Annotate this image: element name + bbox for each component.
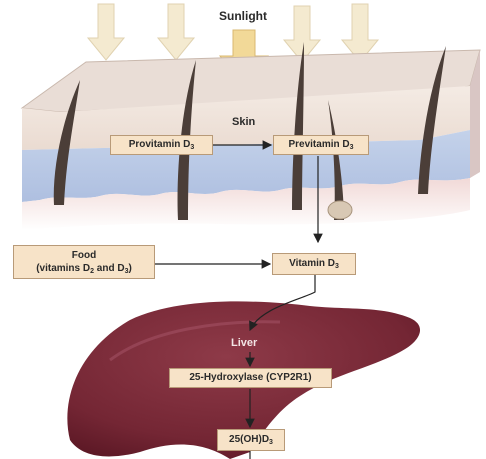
25ohd-text: 25(OH)D bbox=[229, 434, 269, 445]
sun-arrow-4 bbox=[284, 6, 320, 62]
food-subtitle: (vitamins D2 and D3) bbox=[14, 262, 154, 278]
food-sub-prefix: (vitamins D bbox=[36, 263, 90, 274]
vitamin-d-text: Vitamin D bbox=[289, 258, 335, 269]
sun-arrow-1 bbox=[88, 4, 124, 60]
food-box: Food (vitamins D2 and D3) bbox=[13, 245, 155, 279]
food-sub-mid: and D bbox=[94, 263, 125, 274]
liver-label: Liver bbox=[231, 337, 257, 349]
skin-section bbox=[22, 42, 480, 230]
skin-label: Skin bbox=[232, 116, 255, 128]
hydroxylase-text: 25-Hydroxylase (CYP2R1) bbox=[189, 372, 311, 383]
provitamin-text: Provitamin D bbox=[129, 139, 191, 150]
hair-follicle bbox=[328, 201, 352, 219]
vitamin-d3-box: Vitamin D3 bbox=[272, 253, 356, 275]
provitamin-subscript: 3 bbox=[190, 144, 194, 151]
sunlight-label: Sunlight bbox=[219, 9, 267, 23]
food-sub-suffix: ) bbox=[128, 263, 131, 274]
hydroxylase-box: 25-Hydroxylase (CYP2R1) bbox=[169, 368, 332, 388]
food-title: Food bbox=[14, 249, 154, 262]
previtamin-d3-box: Previtamin D3 bbox=[273, 135, 369, 155]
sun-arrow-2 bbox=[158, 4, 194, 60]
25ohd-subscript: 3 bbox=[269, 439, 273, 446]
previtamin-subscript: 3 bbox=[350, 144, 354, 151]
25ohd3-box: 25(OH)D3 bbox=[217, 429, 285, 451]
previtamin-text: Previtamin D bbox=[288, 139, 349, 150]
vitamin-d-subscript: 3 bbox=[335, 263, 339, 270]
provitamin-d3-box: Provitamin D3 bbox=[110, 135, 213, 155]
